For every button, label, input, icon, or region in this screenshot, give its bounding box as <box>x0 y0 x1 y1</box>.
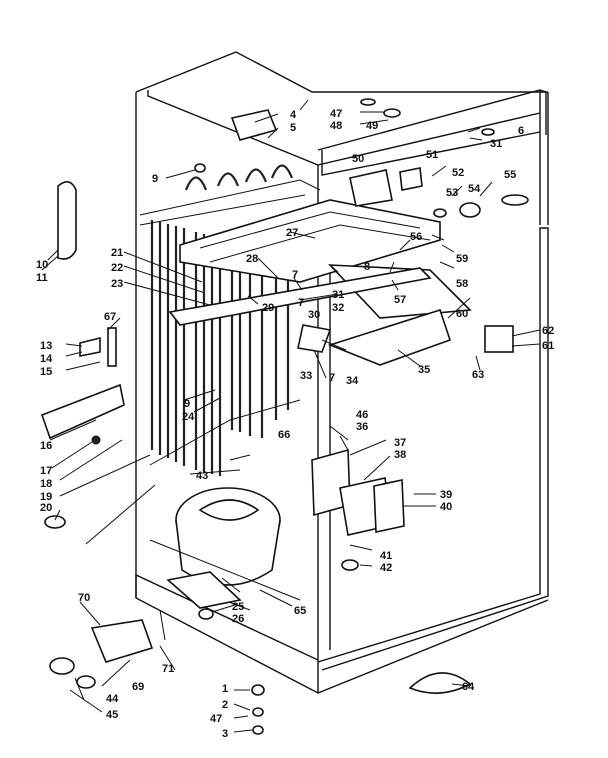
label-32: 32 <box>332 302 344 314</box>
label-44: 44 <box>106 693 119 705</box>
label-63: 63 <box>472 369 484 381</box>
part-labels: 1 2 3 4 5 6 7 7 7 8 9 9 10 11 13 14 15 1… <box>36 108 554 740</box>
label-23: 23 <box>111 278 123 290</box>
label-51: 51 <box>426 149 438 161</box>
label-70: 70 <box>78 592 90 604</box>
small-parts <box>194 98 529 353</box>
label-3: 3 <box>222 728 228 740</box>
label-71: 71 <box>162 663 174 675</box>
label-61: 61 <box>542 340 554 352</box>
bottom-loose-parts <box>49 608 472 735</box>
label-21: 21 <box>111 247 123 259</box>
evaporator-coils <box>139 164 321 476</box>
label-47a: 47 <box>330 108 342 120</box>
label-7c: 7 <box>292 269 298 281</box>
label-13: 13 <box>40 340 52 352</box>
label-8: 8 <box>364 261 370 273</box>
label-62: 62 <box>542 325 554 337</box>
label-47b: 47 <box>210 713 222 725</box>
label-27: 27 <box>286 227 298 239</box>
label-15: 15 <box>40 366 52 378</box>
label-6: 6 <box>518 125 524 137</box>
label-7b: 7 <box>329 372 335 384</box>
label-37: 37 <box>394 437 406 449</box>
label-46: 46 <box>356 409 368 421</box>
label-42: 42 <box>380 562 392 574</box>
label-52: 52 <box>452 167 464 179</box>
label-58: 58 <box>456 278 468 290</box>
label-66: 66 <box>278 429 290 441</box>
label-41: 41 <box>380 550 392 562</box>
label-64: 64 <box>462 681 475 693</box>
label-59: 59 <box>456 253 468 265</box>
label-20: 20 <box>40 502 52 514</box>
left-loose-parts <box>40 181 125 529</box>
cabinet-outline <box>135 51 549 695</box>
label-9a: 9 <box>152 173 158 185</box>
label-1: 1 <box>222 683 228 695</box>
label-33: 33 <box>300 370 312 382</box>
label-54: 54 <box>468 183 481 195</box>
label-24: 24 <box>182 411 195 423</box>
label-7a: 7 <box>298 297 304 309</box>
label-14: 14 <box>40 353 53 365</box>
label-26: 26 <box>232 613 244 625</box>
label-11: 11 <box>36 272 48 284</box>
label-43: 43 <box>196 470 208 482</box>
label-40: 40 <box>440 501 452 513</box>
label-28: 28 <box>246 253 258 265</box>
label-36: 36 <box>356 421 368 433</box>
label-69: 69 <box>132 681 144 693</box>
label-38: 38 <box>394 449 406 461</box>
leader-lines <box>41 99 541 733</box>
label-53: 53 <box>446 187 458 199</box>
label-5: 5 <box>290 122 296 134</box>
label-30: 30 <box>308 309 320 321</box>
label-10: 10 <box>36 259 48 271</box>
label-22: 22 <box>111 262 123 274</box>
label-4: 4 <box>290 109 297 121</box>
compressor <box>149 487 301 611</box>
label-16: 16 <box>40 440 52 452</box>
label-55: 55 <box>504 169 516 181</box>
label-29: 29 <box>262 302 274 314</box>
label-35: 35 <box>418 364 430 376</box>
label-31a: 31 <box>490 138 502 150</box>
label-18: 18 <box>40 478 52 490</box>
label-49: 49 <box>366 120 378 132</box>
label-45: 45 <box>106 709 118 721</box>
label-39: 39 <box>440 489 452 501</box>
control-box <box>311 448 405 571</box>
label-67: 67 <box>104 311 116 323</box>
label-56: 56 <box>410 231 422 243</box>
label-25: 25 <box>232 601 244 613</box>
label-57: 57 <box>394 294 406 306</box>
label-34: 34 <box>346 375 359 387</box>
label-65: 65 <box>294 605 306 617</box>
label-50: 50 <box>352 153 364 165</box>
label-9b: 9 <box>184 398 190 410</box>
label-19: 19 <box>40 491 52 503</box>
label-17: 17 <box>40 465 52 477</box>
label-60: 60 <box>456 308 468 320</box>
duct-assembly <box>168 199 472 366</box>
label-31b: 31 <box>332 289 344 301</box>
label-48: 48 <box>330 120 342 132</box>
label-2: 2 <box>222 699 228 711</box>
